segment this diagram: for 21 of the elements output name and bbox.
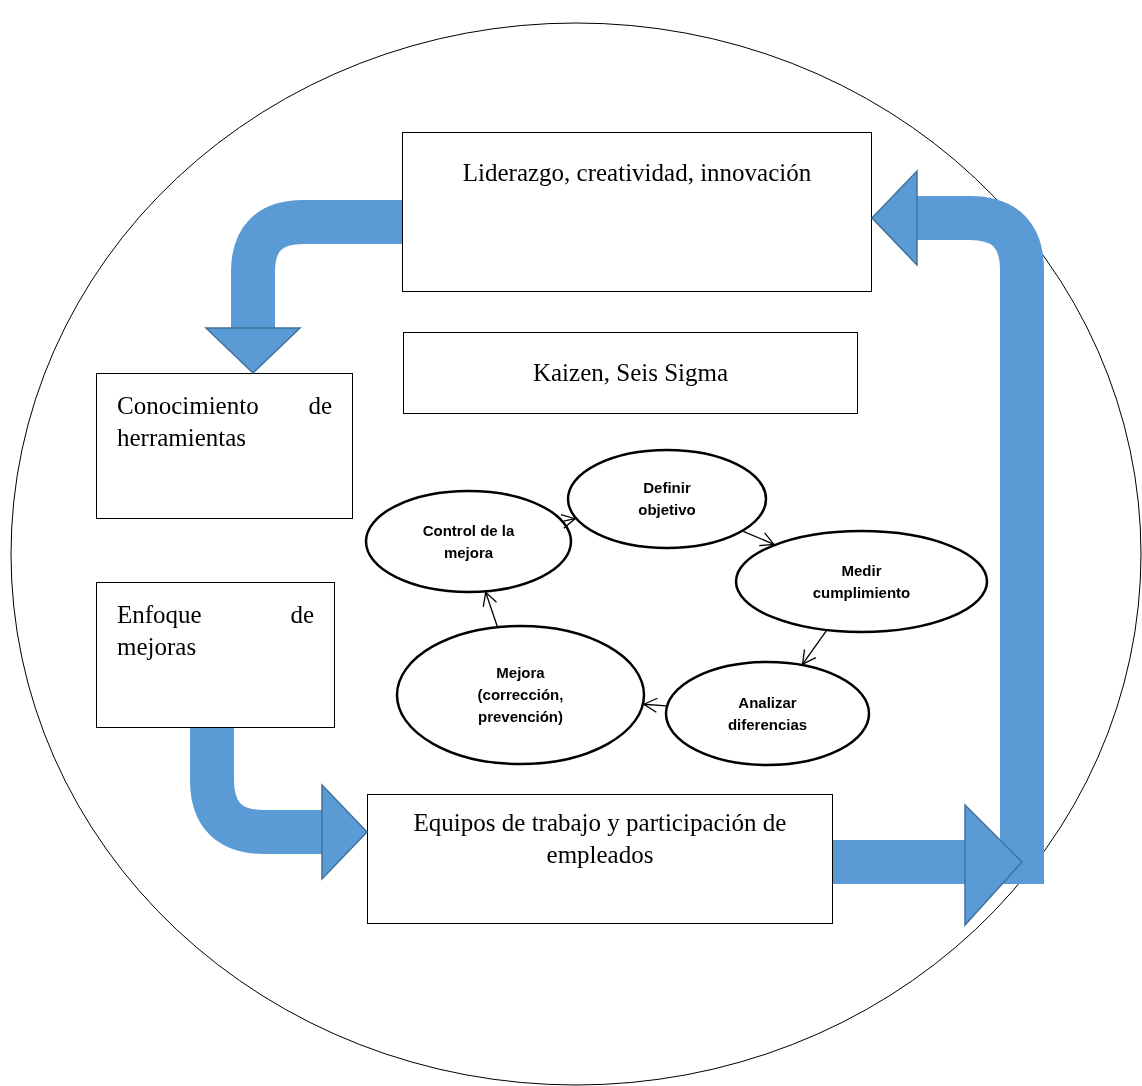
node-label: Liderazgo, creatividad, innovación — [461, 158, 813, 188]
process-ellipse — [567, 449, 767, 549]
node-label: Medir cumplimiento — [811, 560, 912, 603]
process-ellipse — [396, 625, 645, 765]
text-box — [403, 332, 858, 414]
process-ellipse — [665, 661, 870, 766]
text-box — [367, 794, 833, 924]
node-label: Kaizen, Seis Sigma — [531, 358, 730, 388]
node-label: Mejora (corrección, prevención) — [476, 663, 565, 727]
text-box — [402, 132, 872, 292]
process-ellipse — [365, 490, 572, 593]
node-label: Enfoque de mejoras — [117, 600, 314, 662]
node-label: Definir objetivo — [637, 478, 697, 520]
node-label: Equipos de trabajo y participación de empleados — [412, 808, 788, 870]
node-label: Control de la mejora — [421, 520, 516, 563]
text-box — [96, 373, 353, 519]
large-circle — [10, 22, 1142, 1086]
node-label: Conocimiento de herramientas — [117, 391, 332, 453]
text-box — [96, 582, 335, 728]
node-label: Analizar diferencias — [726, 692, 809, 735]
process-ellipse — [735, 530, 988, 633]
